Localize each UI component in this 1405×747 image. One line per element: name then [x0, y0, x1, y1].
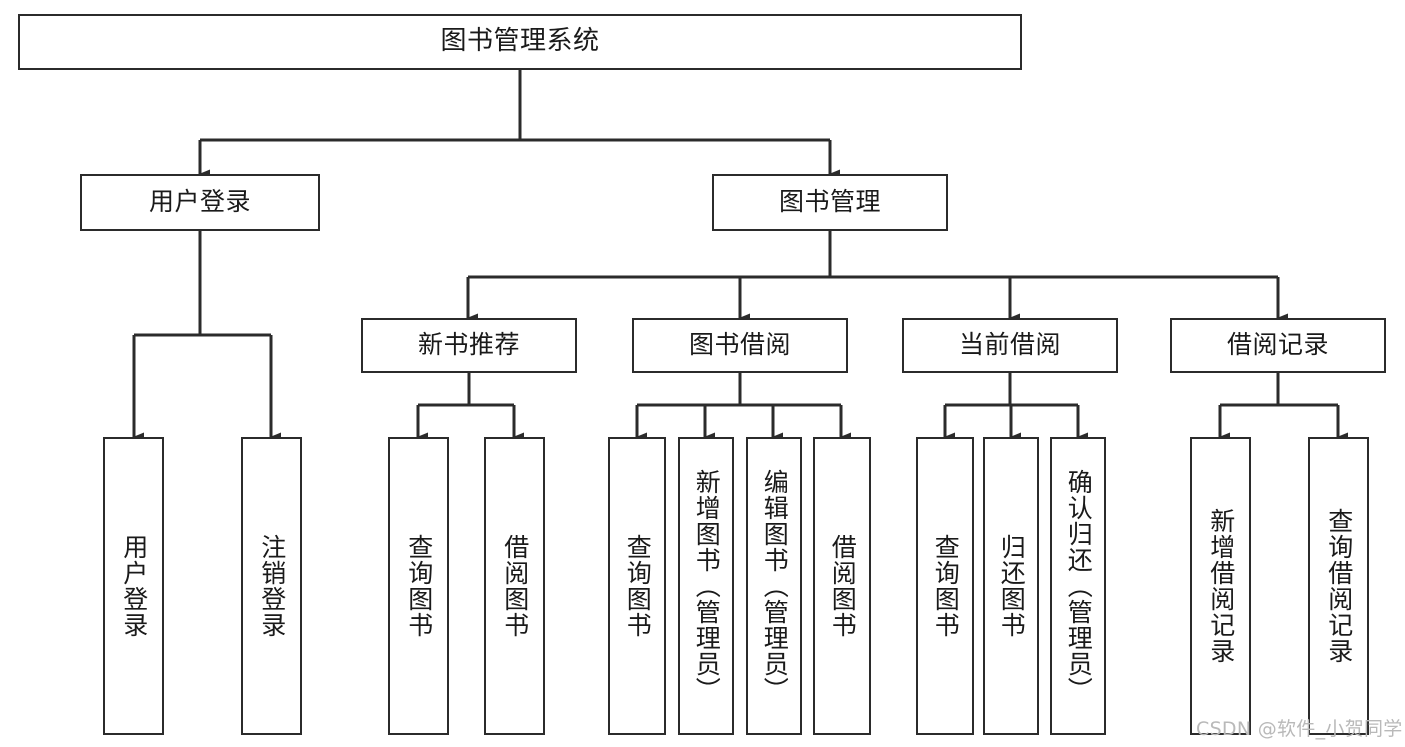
node-label: 查询借阅记录	[1324, 508, 1354, 664]
node-label: 归还图书	[997, 534, 1027, 638]
node-label: 借阅图书	[500, 534, 530, 638]
node-book-manage[interactable]: 图书管理	[712, 174, 948, 231]
node-leaf-confirm-return[interactable]: 确认归还（管理员）	[1050, 437, 1106, 735]
node-borrow-record[interactable]: 借阅记录	[1170, 318, 1386, 373]
node-label: 查询图书	[931, 534, 961, 638]
node-new-book-recommend[interactable]: 新书推荐	[361, 318, 577, 373]
node-leaf-return-book[interactable]: 归还图书	[983, 437, 1039, 735]
node-label: 确认归还（管理员）	[1064, 469, 1094, 703]
node-label: 借阅记录	[1226, 330, 1329, 360]
node-label: 新增借阅记录	[1206, 508, 1236, 664]
node-label: 图书管理	[778, 187, 881, 217]
node-leaf-query-book-1[interactable]: 查询图书	[388, 437, 449, 735]
node-leaf-add-book[interactable]: 新增图书（管理员）	[678, 437, 734, 735]
node-label: 借阅图书	[828, 534, 858, 638]
node-label: 图书借阅	[688, 330, 791, 360]
node-leaf-edit-book[interactable]: 编辑图书（管理员）	[746, 437, 802, 735]
node-leaf-user-login[interactable]: 用户登录	[103, 437, 164, 735]
node-current-borrow[interactable]: 当前借阅	[902, 318, 1118, 373]
node-label: 用户登录	[119, 534, 149, 638]
node-label: 用户登录	[148, 187, 251, 217]
node-leaf-borrow-book-2[interactable]: 借阅图书	[813, 437, 871, 735]
node-leaf-query-record[interactable]: 查询借阅记录	[1308, 437, 1369, 735]
node-leaf-query-book-3[interactable]: 查询图书	[916, 437, 974, 735]
node-label: 新增图书（管理员）	[692, 469, 722, 703]
node-label: 编辑图书（管理员）	[760, 469, 790, 703]
node-label: 注销登录	[257, 534, 287, 638]
node-label: 查询图书	[404, 534, 434, 638]
node-label: 新书推荐	[417, 330, 520, 360]
node-leaf-add-record[interactable]: 新增借阅记录	[1190, 437, 1251, 735]
node-leaf-borrow-book-1[interactable]: 借阅图书	[484, 437, 545, 735]
node-book-borrow[interactable]: 图书借阅	[632, 318, 848, 373]
node-root-system[interactable]: 图书管理系统	[18, 14, 1022, 70]
node-leaf-logout[interactable]: 注销登录	[241, 437, 302, 735]
node-label: 查询图书	[623, 534, 653, 638]
node-label: 当前借阅	[958, 330, 1061, 360]
node-leaf-query-book-2[interactable]: 查询图书	[608, 437, 666, 735]
node-label: 图书管理系统	[440, 26, 600, 57]
node-user-login[interactable]: 用户登录	[80, 174, 320, 231]
